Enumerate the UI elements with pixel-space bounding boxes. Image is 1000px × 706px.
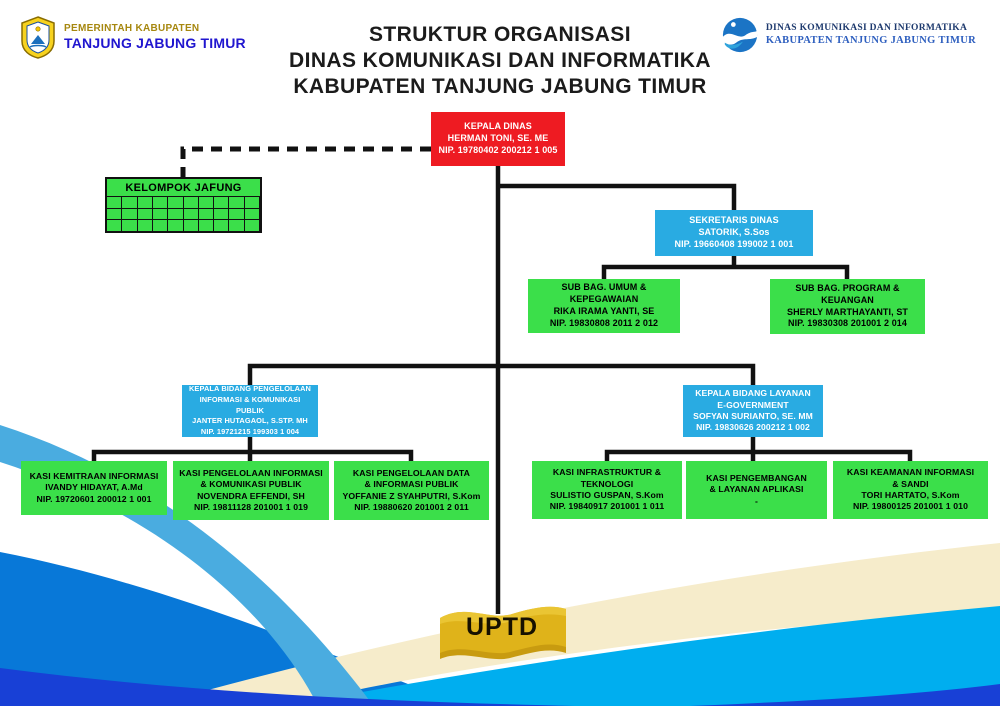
position-title: SEKRETARIS DINAS bbox=[689, 215, 779, 226]
left-logo-region: TANJUNG JABUNG TIMUR bbox=[64, 34, 246, 51]
person-nip: NIP. 19840917 201001 1 011 bbox=[549, 501, 665, 512]
title-line-3: KABUPATEN TANJUNG JABUNG TIMUR bbox=[293, 75, 707, 98]
position-title: KASI KEMITRAAN INFORMASI bbox=[29, 470, 159, 481]
position-title-2: & KOMUNIKASI PUBLIK bbox=[200, 479, 302, 490]
person-name: HERMAN TONI, SE. ME bbox=[447, 133, 549, 144]
person-name: TORI HARTATO, S.Kom bbox=[861, 490, 960, 500]
position-title: KASI KEAMANAN INFORMASI bbox=[846, 467, 975, 478]
person-name: IVANDY HIDAYAT, A.Md bbox=[45, 482, 143, 493]
position-title: KASI PENGEMBANGAN bbox=[706, 472, 807, 483]
box-kasi-keamanan-sandi: KASI KEAMANAN INFORMASI & SANDI TORI HAR… bbox=[833, 461, 988, 519]
person-nip: NIP. 19880620 201001 2 011 bbox=[354, 501, 469, 512]
position-title: KASI PENGELOLAAN INFORMASI bbox=[179, 467, 323, 478]
position-title: KASI PENGELOLAAN DATA bbox=[352, 467, 471, 478]
person-name: SULISTIO GUSPAN, S.Kom bbox=[550, 490, 664, 500]
person-nip: NIP. 19780402 200212 1 005 bbox=[438, 144, 558, 155]
person-nip: NIP. 19811128 201001 1 019 bbox=[193, 501, 309, 512]
position-title-2: KEUANGAN bbox=[821, 294, 874, 305]
position-title: KEPALA DINAS bbox=[464, 121, 532, 132]
box-kasi-pengelolaan-data: KASI PENGELOLAAN DATA & INFORMASI PUBLIK… bbox=[334, 461, 489, 520]
box-kepala-dinas: KEPALA DINAS HERMAN TONI, SE. ME NIP. 19… bbox=[431, 112, 565, 166]
box-bidang-layanan-egovernment: KEPALA BIDANG LAYANAN E-GOVERNMENT SOFYA… bbox=[683, 385, 823, 437]
jafung-grid bbox=[107, 196, 260, 231]
person-name: JANTER HUTAGAOL, S.STP. MH bbox=[192, 416, 308, 426]
position-title: SUB BAG. UMUM & bbox=[561, 282, 647, 293]
right-logo-org: DINAS KOMUNIKASI DAN INFORMATIKA bbox=[765, 22, 968, 33]
person-name: SATORIK, S.Sos bbox=[698, 227, 770, 238]
box-kasi-pengembangan-aplikasi: KASI PENGEMBANGAN & LAYANAN APLIKASI - bbox=[686, 461, 827, 519]
position-title-2: E-GOVERNMENT bbox=[717, 399, 789, 410]
title-line-1: STRUKTUR ORGANISASI bbox=[369, 23, 631, 46]
position-title-2: TEKNOLOGI bbox=[580, 478, 634, 489]
position-title: KEPALA BIDANG LAYANAN bbox=[695, 388, 811, 399]
person-nip: NIP. 19830308 201001 2 014 bbox=[787, 318, 908, 329]
box-bidang-pengelolaan-informasi: KEPALA BIDANG PENGELOLAAN INFORMASI & KO… bbox=[182, 384, 318, 437]
left-logo: PEMERINTAH KABUPATEN TANJUNG JABUNG TIMU… bbox=[18, 15, 246, 59]
box-subbag-program-keuangan: SUB BAG. PROGRAM & KEUANGAN SHERLY MARTH… bbox=[770, 279, 925, 334]
person-nip: NIP. 19830626 200212 1 002 bbox=[696, 422, 810, 433]
position-title: KEPALA BIDANG PENGELOLAAN bbox=[189, 384, 311, 394]
box-subbag-umum-kepegawaian: SUB BAG. UMUM & KEPEGAWAIAN RIKA IRAMA Y… bbox=[528, 279, 680, 333]
person-nip: NIP. 19721215 199303 1 004 bbox=[200, 427, 300, 437]
position-title-2: & LAYANAN APLIKASI bbox=[709, 484, 804, 495]
person-name: RIKA IRAMA YANTI, SE bbox=[553, 306, 655, 316]
box-sekretaris-dinas: SEKRETARIS DINAS SATORIK, S.Sos NIP. 196… bbox=[655, 210, 813, 256]
position-title: KASI INFRASTRUKTUR & bbox=[552, 467, 662, 478]
person-nip: NIP. 19800125 201001 1 010 bbox=[853, 501, 968, 512]
person-name: SOFYAN SURIANTO, SE. MM bbox=[693, 411, 813, 421]
left-logo-org: PEMERINTAH KABUPATEN bbox=[64, 23, 200, 35]
person-nip: NIP. 19830808 2011 2 012 bbox=[549, 317, 659, 328]
person-nip: NIP. 19720601 200012 1 001 bbox=[36, 493, 152, 504]
box-kasi-pengelolaan-informasi: KASI PENGELOLAAN INFORMASI & KOMUNIKASI … bbox=[173, 461, 329, 520]
person-name: YOFFANIE Z SYAHPUTRI, S.Kom bbox=[342, 490, 481, 501]
box-kelompok-jafung: KELOMPOK JAFUNG bbox=[105, 177, 262, 233]
person-name: NOVENDRA EFFENDI, SH bbox=[197, 490, 305, 501]
regency-shield-icon bbox=[21, 16, 55, 59]
position-title-2: & INFORMASI PUBLIK bbox=[364, 479, 459, 490]
position-title-2: & SANDI bbox=[892, 478, 929, 489]
box-kasi-infrastruktur-teknologi: KASI INFRASTRUKTUR & TEKNOLOGI SULISTIO … bbox=[532, 461, 682, 519]
person-name: SHERLY MARTHAYANTI, ST bbox=[786, 306, 909, 317]
kominfo-wave-icon bbox=[722, 17, 757, 53]
position-title-2: KEPEGAWAIAN bbox=[569, 294, 639, 305]
right-logo-region: KABUPATEN TANJUNG JABUNG TIMUR bbox=[765, 35, 976, 47]
position-title-2: INFORMASI & KOMUNIKASI PUBLIK bbox=[199, 394, 301, 415]
person-name: - bbox=[755, 495, 758, 506]
box-kasi-kemitraan-informasi: KASI KEMITRAAN INFORMASI IVANDY HIDAYAT,… bbox=[21, 461, 167, 515]
position-title: KELOMPOK JAFUNG bbox=[125, 181, 242, 194]
title-line-2: DINAS KOMUNIKASI DAN INFORMATIKA bbox=[289, 49, 711, 72]
right-logo: DINAS KOMUNIKASI DAN INFORMATIKA KABUPAT… bbox=[721, 16, 976, 54]
uptd-label: UPTD bbox=[465, 613, 539, 641]
page-title: STRUKTUR ORGANISASI DINAS KOMUNIKASI DAN… bbox=[0, 22, 1000, 100]
person-nip: NIP. 19660408 199002 1 001 bbox=[674, 238, 794, 249]
position-title: SUB BAG. PROGRAM & bbox=[795, 282, 900, 293]
